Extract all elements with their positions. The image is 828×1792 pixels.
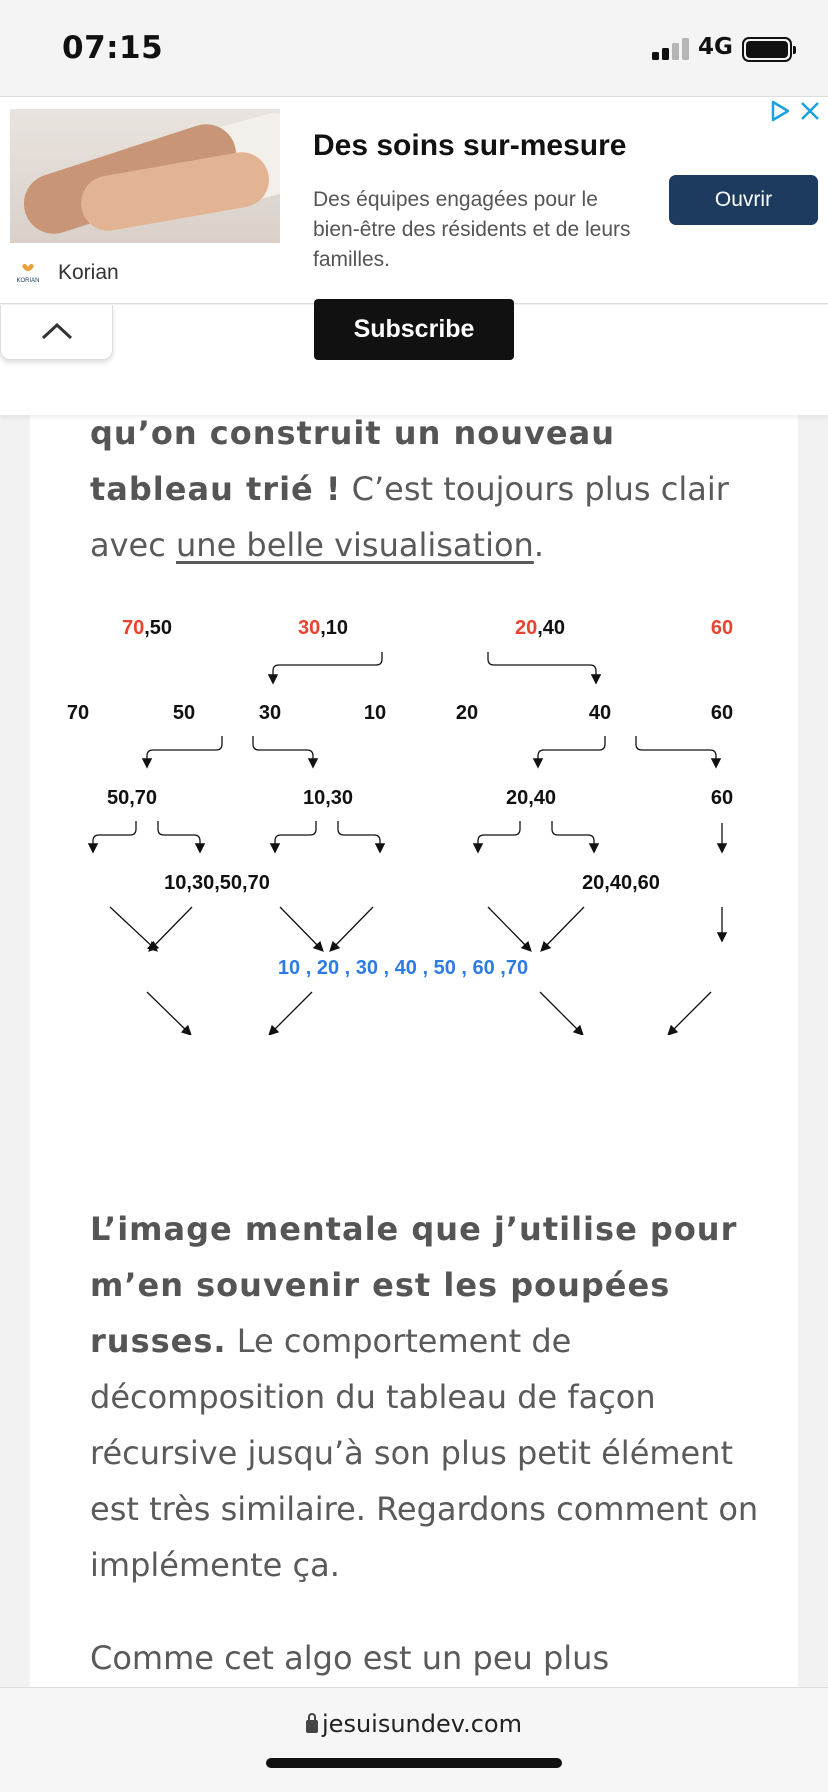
arrow-merge2-d	[667, 991, 712, 1035]
ad-banner[interactable]: KORIAN Korian Des soins sur-mesure Des é…	[0, 96, 828, 304]
ad-title[interactable]: Des soins sur-mesure	[313, 129, 627, 162]
lock-icon	[306, 1713, 319, 1733]
adchoices-icon[interactable]	[768, 99, 792, 123]
cellular-signal-icon	[652, 38, 690, 60]
arrow-leaf-70	[87, 821, 137, 854]
article-paragraph-3: Comme cet algo est un peu plus	[90, 1630, 770, 1686]
arrow-merge-10	[329, 906, 374, 952]
paragraph-2-bold: L’image mentale que j’utilise pour m’en …	[90, 1210, 738, 1360]
home-indicator[interactable]	[266, 1758, 562, 1768]
ad-open-button[interactable]: Ouvrir	[669, 175, 818, 225]
arrow-split-left	[267, 652, 383, 685]
diagram-node-split2-0: 70,50	[122, 617, 172, 639]
article-paragraph-1: qu’on construit un nouveau tableau trié …	[90, 405, 770, 573]
diagram-node-merge2-0: 10,30,50,70	[164, 872, 270, 894]
arrow-leaf-20	[472, 821, 521, 854]
battery-icon	[742, 37, 796, 62]
arrow-merge2-c	[539, 991, 584, 1035]
diagram-node-split2-3: 60	[711, 617, 733, 639]
diagram-node-merge1-2: 20,40	[506, 787, 556, 809]
diagram-node-leaves-3: 10	[364, 702, 386, 724]
diagram-node-merge2-1: 20,40,60	[582, 872, 660, 894]
diagram-node-leaves-1: 50	[173, 702, 195, 724]
korian-logo-icon: KORIAN	[16, 263, 40, 284]
arrow-merge-40	[540, 906, 585, 952]
diagram-node-leaves-2: 30	[259, 702, 281, 724]
visualisation-link[interactable]: une belle visualisation	[176, 526, 534, 564]
paragraph-3-text: Comme cet algo est un peu plus	[90, 1639, 610, 1677]
paragraph-1-bold: qu’on construit un nouveau tableau trié …	[90, 414, 615, 508]
arrow-merge2-b	[268, 991, 313, 1035]
diagram-node-result-0: 10 , 20 , 30 , 40 , 50 , 60 ,70	[278, 957, 528, 979]
arrow-merge-50	[148, 906, 193, 952]
svg-text:KORIAN: KORIAN	[16, 278, 39, 284]
subscribe-bar: Subscribe	[0, 299, 828, 415]
arrow-split-right	[487, 652, 602, 685]
diagram-node-leaves-6: 60	[711, 702, 733, 724]
article-paragraph-2: L’image mentale que j’utilise pour m’en …	[90, 1201, 770, 1593]
paragraph-1-text: C’est toujours plus clair avec	[90, 470, 729, 564]
paragraph-2-text: Le comportement de décomposition du tabl…	[90, 1322, 759, 1584]
diagram-node-merge1-0: 50,70	[107, 787, 157, 809]
ad-description[interactable]: Des équipes engagées pour le bien-être d…	[313, 188, 631, 271]
network-type: 4G	[698, 34, 733, 60]
collapse-ad-tab[interactable]	[0, 305, 113, 360]
close-ad-icon[interactable]	[798, 99, 822, 123]
browser-bottom-bar: jesuisundev.com	[0, 1687, 828, 1792]
arrow-merge2-a	[146, 991, 192, 1035]
diagram-node-leaves-4: 20	[456, 702, 478, 724]
arrow-20-40	[532, 736, 606, 769]
arrow-merge-20	[487, 906, 532, 952]
diagram-node-split2-2: 20,40	[515, 617, 565, 639]
status-bar: 07:15 4G	[0, 0, 828, 96]
arrow-leaf-50	[157, 821, 206, 854]
diagram-node-leaves-5: 40	[589, 702, 611, 724]
arrow-merge-30	[279, 906, 324, 952]
arrow-60	[635, 736, 722, 769]
ad-image[interactable]	[10, 109, 280, 243]
status-time: 07:15	[62, 30, 164, 66]
arrow-70-50	[141, 736, 223, 769]
diagram-node-split2-1: 30,10	[298, 617, 348, 639]
url-bar[interactable]: jesuisundev.com	[0, 1710, 828, 1738]
merge-sort-diagram: 70 50 30 10 20 40 6070,50,30,1020,40,607…	[67, 617, 733, 1035]
arrow-leaf-10	[337, 821, 386, 854]
chevron-up-icon	[41, 322, 73, 340]
subscribe-button[interactable]: Subscribe	[314, 299, 514, 360]
arrow-leaf-30	[269, 821, 317, 854]
article-card: qu’on construit un nouveau tableau trié …	[30, 414, 798, 1687]
diagram-node-leaves-0: 70	[67, 702, 89, 724]
diagram-node-merge1-1: 10,30	[303, 787, 353, 809]
url-text[interactable]: jesuisundev.com	[322, 1710, 522, 1738]
diagram-node-merge1-3: 60	[711, 787, 733, 809]
arrow-30-10	[252, 736, 319, 769]
arrow-leaf-40	[551, 821, 600, 854]
paragraph-1-end: .	[533, 526, 544, 564]
ad-brand[interactable]: Korian	[58, 261, 119, 284]
arrow-merge-70	[109, 906, 158, 952]
